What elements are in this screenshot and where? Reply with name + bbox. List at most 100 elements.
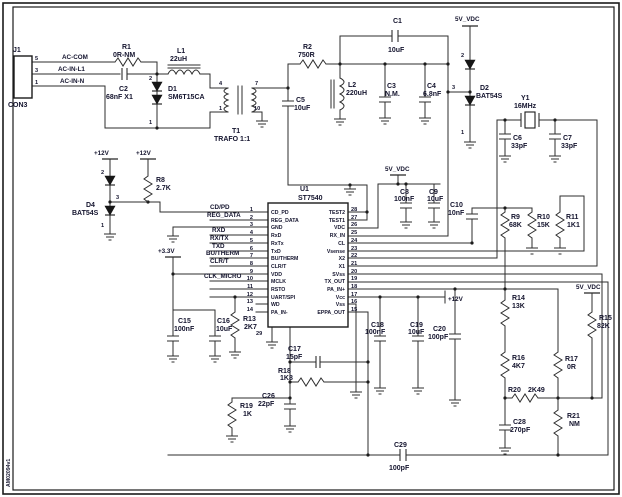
svg-text:7: 7 — [250, 253, 253, 259]
svg-text:Vcc: Vcc — [336, 295, 345, 301]
d2-pin-2: 2 — [461, 53, 464, 59]
connector-j1: J1 CON3 5 3 1 — [8, 47, 38, 109]
svg-text:VDD: VDD — [271, 272, 282, 278]
rail-3v3: +3.3V — [158, 248, 175, 255]
svg-text:CD_PD: CD_PD — [271, 210, 289, 216]
svg-text:Vss: Vss — [336, 302, 345, 308]
svg-text:EPPA_OUT: EPPA_OUT — [317, 310, 345, 316]
svg-text:18: 18 — [351, 284, 357, 290]
d2-pin-1: 1 — [461, 130, 464, 136]
svg-text:RXD: RXD — [212, 227, 226, 234]
d4-pin-2: 2 — [101, 170, 104, 176]
d2-pin-3: 3 — [452, 85, 455, 91]
svg-text:TX_OUT: TX_OUT — [325, 279, 346, 285]
d1-pin-2: 2 — [149, 76, 152, 82]
svg-text:14: 14 — [247, 307, 254, 313]
svg-text:CD/PD: CD/PD — [210, 204, 230, 211]
svg-text:CLR/T: CLR/T — [271, 264, 287, 270]
rail-12v-d4: +12V — [94, 150, 110, 157]
svg-text:21: 21 — [351, 261, 357, 267]
svg-text:RX_IN: RX_IN — [330, 233, 346, 239]
svg-text:22: 22 — [351, 253, 357, 259]
svg-text:10: 10 — [247, 276, 253, 282]
connector-type: CON3 — [8, 102, 28, 109]
connector-pin-3: 3 — [35, 68, 38, 74]
svg-text:TxD: TxD — [271, 249, 281, 255]
svg-text:25: 25 — [351, 230, 357, 236]
svg-text:23: 23 — [351, 246, 357, 252]
svg-text:16: 16 — [351, 299, 357, 305]
svg-text:SVss: SVss — [332, 272, 345, 278]
ic-left-net-labels: CD/PD REG_DATA RXD RX/TX TXD BU/THERM CL… — [204, 204, 242, 280]
rail-12v-vcc: +12V — [448, 296, 464, 303]
svg-text:GND: GND — [271, 225, 283, 231]
svg-text:X1: X1 — [339, 264, 345, 270]
svg-text:12: 12 — [247, 292, 253, 298]
wire-segments — [31, 25, 609, 456]
rail-5v-top: 5V_VDC — [455, 16, 480, 23]
svg-text:CLR/T: CLR/T — [210, 258, 229, 265]
svg-text:9: 9 — [250, 269, 253, 275]
svg-text:2: 2 — [250, 215, 253, 221]
svg-text:13: 13 — [247, 299, 253, 305]
t1-pin-4: 4 — [219, 81, 223, 87]
svg-text:CL: CL — [338, 241, 346, 247]
svg-text:MCLK: MCLK — [271, 279, 286, 285]
svg-text:28: 28 — [351, 207, 357, 213]
svg-text:TEST1: TEST1 — [329, 218, 345, 224]
svg-text:3: 3 — [250, 222, 253, 228]
svg-text:TEST2: TEST2 — [329, 210, 345, 216]
d4-pin-3: 3 — [116, 195, 119, 201]
svg-text:8: 8 — [250, 261, 253, 267]
svg-text:WD: WD — [271, 302, 280, 308]
svg-text:6: 6 — [250, 246, 253, 252]
svg-text:19: 19 — [351, 276, 357, 282]
d1-pin-1: 1 — [149, 120, 152, 126]
net-ac-com: AC-COM — [62, 54, 88, 61]
svg-text:R82.7K: R82.7K — [156, 177, 171, 192]
